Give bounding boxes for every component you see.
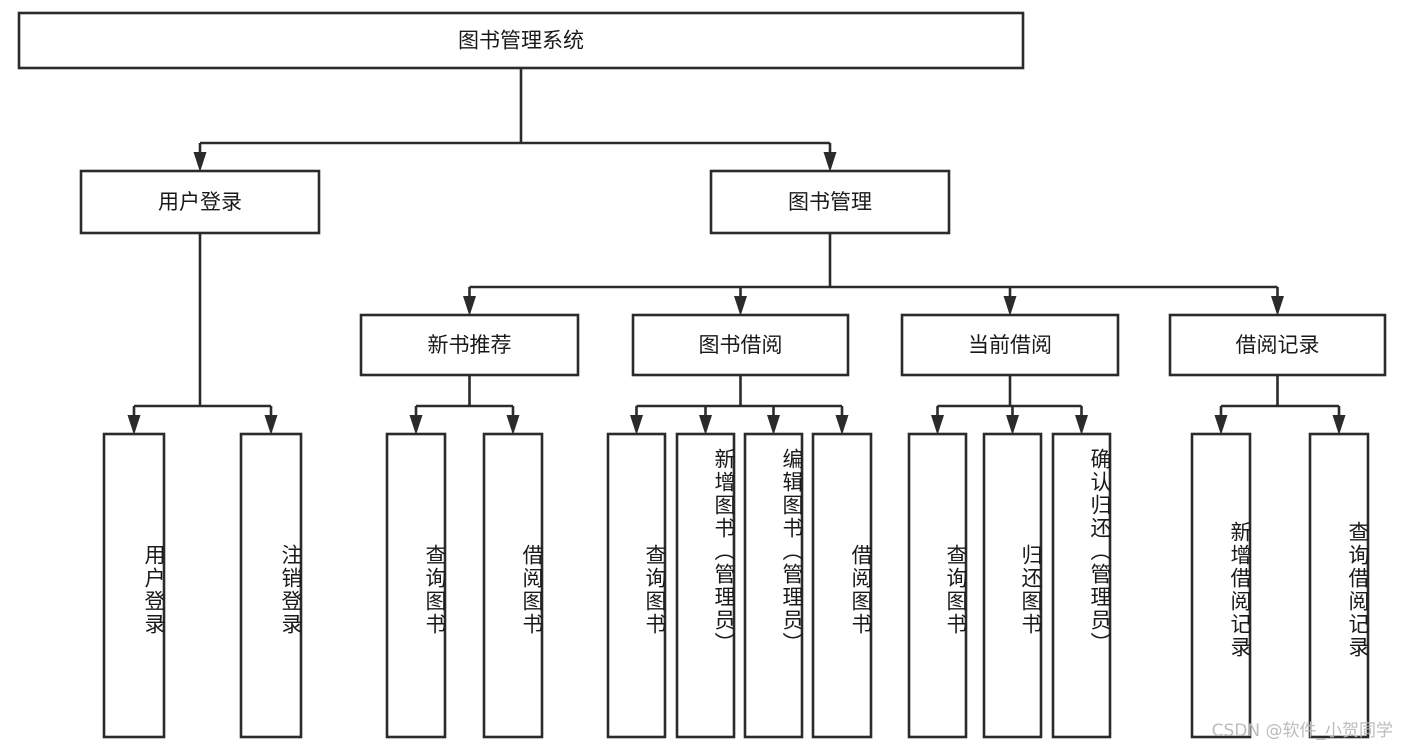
node-box[interactable]	[102, 432, 166, 739]
node-box[interactable]	[482, 432, 544, 739]
arrow-head-icon	[193, 152, 207, 172]
arrow-head-icon	[931, 415, 944, 435]
arrow-head-icon	[264, 415, 278, 435]
node-box[interactable]	[239, 432, 303, 739]
node-box[interactable]	[982, 432, 1043, 739]
node-box[interactable]	[1308, 432, 1370, 739]
node-label: 图书借阅	[699, 333, 783, 357]
arrow-head-icon	[767, 415, 780, 435]
node-box[interactable]	[743, 432, 804, 739]
node-box[interactable]	[1190, 432, 1252, 739]
arrow-head-icon	[506, 415, 520, 435]
arrow-head-icon	[699, 415, 712, 435]
node-box[interactable]	[385, 432, 447, 739]
arrow-head-icon	[1006, 415, 1019, 435]
node-label: 新书推荐	[428, 333, 512, 357]
node-box[interactable]	[811, 432, 873, 739]
node-box[interactable]	[900, 313, 1120, 377]
node-label: 当前借阅	[968, 333, 1052, 357]
arrow-head-icon	[630, 415, 643, 435]
node-box[interactable]	[907, 432, 968, 739]
node-box[interactable]	[606, 432, 667, 739]
node-box[interactable]	[675, 432, 736, 739]
connector-layer	[127, 68, 1346, 435]
arrow-head-icon	[835, 415, 849, 435]
arrow-head-icon	[127, 415, 141, 435]
arrow-head-icon	[1003, 296, 1017, 316]
arrow-head-icon	[1075, 415, 1088, 435]
node-label: 用户登录	[158, 190, 242, 214]
node-box[interactable]	[709, 169, 951, 235]
node-box[interactable]	[17, 11, 1025, 70]
arrow-head-icon	[1332, 415, 1346, 435]
arrow-head-icon	[1214, 415, 1228, 435]
watermark-text: CSDN @软件_小贺同学	[1211, 721, 1393, 741]
node-box[interactable]	[79, 169, 321, 235]
node-box[interactable]	[359, 313, 580, 377]
node-label: 图书管理	[788, 190, 872, 214]
node-box[interactable]	[631, 313, 850, 377]
node-box[interactable]	[1168, 313, 1387, 377]
arrow-head-icon	[734, 296, 747, 316]
node-label: 借阅记录	[1236, 333, 1320, 357]
arrow-head-icon	[823, 152, 837, 172]
arrow-head-icon	[409, 415, 423, 435]
arrow-head-icon	[1271, 296, 1284, 316]
node-label: 图书管理系统	[458, 29, 584, 53]
node-box[interactable]	[1051, 432, 1112, 739]
arrow-head-icon	[463, 296, 476, 316]
